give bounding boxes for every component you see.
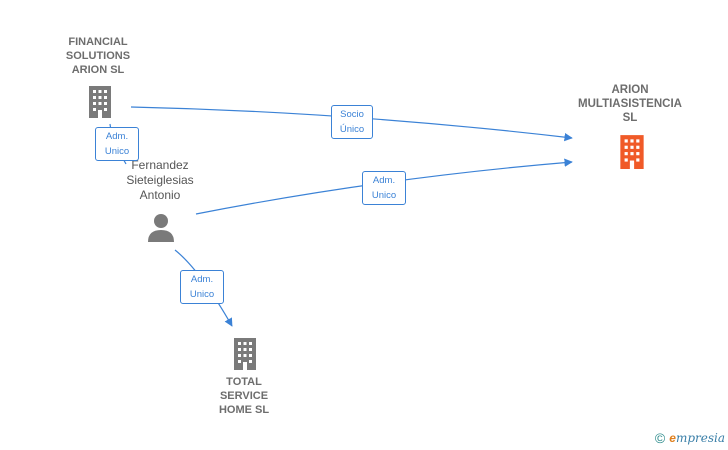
footer-brand: © empresia	[655, 430, 725, 446]
node-label-total: TOTAL SERVICE HOME SL	[218, 376, 270, 416]
node-label-financial: FINANCIAL SOLUTIONS ARION SL	[65, 36, 131, 76]
building-icon[interactable]	[616, 133, 648, 169]
person-icon[interactable]	[146, 212, 176, 244]
edge-label-adm-unico[interactable]: Adm. Unico	[180, 270, 224, 304]
edge-label-adm-unico[interactable]: Adm. Unico	[95, 127, 139, 161]
edge-label-adm-unico[interactable]: Adm. Unico	[362, 171, 406, 205]
brand-logo[interactable]: empresia	[669, 431, 725, 445]
node-label-person: Fernandez Sieteiglesias Antonio	[126, 158, 194, 202]
building-icon[interactable]	[85, 84, 115, 118]
node-label-arion: ARION MULTIASISTENCIA SL	[578, 84, 682, 124]
copyright-icon: ©	[654, 430, 666, 446]
edge-label-socio-unico[interactable]: Socio Único	[331, 105, 373, 139]
building-icon[interactable]	[230, 336, 260, 370]
